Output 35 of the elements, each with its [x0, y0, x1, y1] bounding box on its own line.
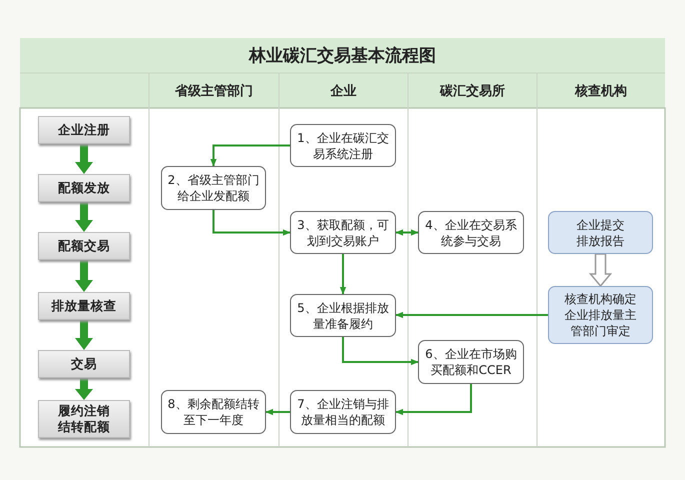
stage-box: 配额交易 [38, 232, 130, 260]
stage-box: 履约注销结转配额 [38, 400, 130, 438]
process-box: 3、获取配额，可划到交易账户 [290, 211, 396, 254]
arrow [340, 254, 346, 295]
block-arrow [75, 378, 93, 400]
process-box: 2、省级主管部门给企业发配额 [161, 166, 266, 210]
stage-box: 配额发放 [38, 174, 130, 202]
block-arrow [75, 260, 93, 292]
process-box: 4、企业在交易系统参与交易 [418, 211, 524, 254]
column-header: 核查机构 [574, 82, 628, 100]
arrow [395, 312, 548, 318]
column-header: 企业 [329, 82, 358, 100]
process-box: 8、剩余配额结转至下一年度 [161, 390, 266, 434]
process-box: 6、企业在市场购买配额和CCER [418, 340, 524, 384]
arrow [210, 144, 290, 167]
column-header: 省级主管部门 [174, 82, 254, 100]
arrow [395, 229, 419, 236]
arrow [265, 408, 290, 416]
column-header: 碳汇交易所 [438, 82, 506, 100]
block-arrow [75, 320, 93, 350]
process-box: 1、企业在碳汇交易系统注册 [290, 124, 396, 167]
report-box: 企业提交排放报告 [548, 211, 653, 254]
diagram-title: 林业碳汇交易基本流程图 [248, 45, 437, 68]
stage-box: 交易 [38, 350, 130, 378]
process-box: 5、企业根据排放量准备履约 [290, 294, 396, 337]
block-arrow [75, 144, 93, 174]
report-box: 核查机构确定企业排放量主管部门审定 [548, 286, 653, 344]
hollow-arrow [588, 253, 612, 288]
process-box: 7、企业注销与排放量相当的配额 [290, 390, 396, 434]
arrow [342, 337, 419, 366]
arrow [395, 384, 472, 416]
arrow [212, 210, 291, 236]
block-arrow [75, 202, 93, 232]
stage-box: 排放量核查 [38, 292, 130, 320]
stage-box: 企业注册 [38, 116, 130, 144]
